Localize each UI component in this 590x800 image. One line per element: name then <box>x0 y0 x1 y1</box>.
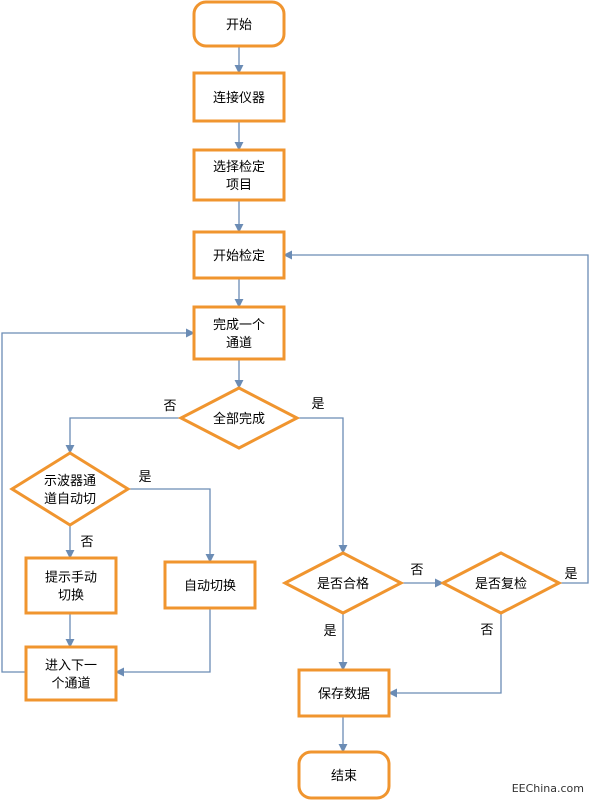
node-all-done-label: 全部完成 <box>213 411 265 427</box>
node-auto-switch-q-label: 道自动切 <box>44 492 96 507</box>
node-auto-switch-label: 自动切换 <box>184 579 236 594</box>
edge-next-channel-to-complete-channel <box>1 328 195 673</box>
edges-layer: 否是是否否是是否 <box>1 46 589 753</box>
nodes-layer: 开始连接仪器选择检定项目开始检定完成一个通道全部完成示波器通道自动切提示手动切换… <box>9 0 563 800</box>
node-qualified-q-label: 是否合格 <box>317 576 369 592</box>
edge-label-qualified-q-to-recheck-q: 否 <box>410 563 423 578</box>
node-end-shape <box>297 750 391 800</box>
node-recheck-q-label: 是否复检 <box>475 577 527 592</box>
node-connect-label: 连接仪器 <box>213 90 265 106</box>
edge-label-all-done-to-qualified-q: 是 <box>311 397 324 412</box>
node-begin-check: 开始检定 <box>192 230 286 280</box>
node-select-label: 选择检定 <box>213 160 265 175</box>
edge-label-qualified-q-to-save: 是 <box>323 624 336 639</box>
node-end: 结束 <box>297 750 391 800</box>
node-save-label: 保存数据 <box>318 687 370 702</box>
node-start-label: 开始 <box>226 18 252 33</box>
edge-label-auto-switch-q-to-auto-switch: 是 <box>138 470 151 485</box>
node-begin-check-label: 开始检定 <box>213 249 265 264</box>
node-qualified-q: 是否合格 <box>281 551 405 615</box>
node-recheck-q-shape <box>439 551 563 615</box>
edge-label-recheck-q-to-save: 否 <box>480 623 493 638</box>
edge-label-recheck-q-to-begin-check: 是 <box>564 567 577 582</box>
node-select-shape <box>192 148 286 202</box>
edge-recheck-q-to-begin-check <box>283 250 589 584</box>
node-end-label: 结束 <box>331 769 357 784</box>
node-prompt-manual-shape <box>24 556 118 615</box>
edge-auto-switch-q-to-auto-switch <box>128 488 215 563</box>
edge-all-done-to-auto-switch-q <box>65 417 181 454</box>
node-auto-switch-q-label: 示波器通 <box>44 474 96 489</box>
node-recheck-q: 是否复检 <box>439 551 563 615</box>
node-auto-switch: 自动切换 <box>163 560 257 610</box>
node-connect-shape <box>192 71 286 123</box>
edge-label-auto-switch-q-to-prompt-manual: 否 <box>80 535 93 550</box>
node-qualified-q-shape <box>281 551 405 615</box>
edge-label-all-done-to-auto-switch-q: 否 <box>163 399 176 414</box>
node-prompt-manual-label: 切换 <box>58 589 84 604</box>
watermark: EEChina.com <box>512 782 584 795</box>
node-start: 开始 <box>192 0 286 48</box>
node-all-done-shape <box>177 386 301 450</box>
node-save: 保存数据 <box>297 668 391 718</box>
node-select-label: 项目 <box>226 178 252 193</box>
node-auto-switch-q-shape <box>9 451 131 527</box>
node-prompt-manual-label: 提示手动 <box>45 570 97 586</box>
edge-all-done-to-qualified-q <box>297 417 348 554</box>
node-save-shape <box>297 668 391 718</box>
node-next-channel-label: 个通道 <box>51 677 90 692</box>
edge-auto-switch-to-next-channel <box>115 608 211 677</box>
node-complete-channel-shape <box>192 305 286 361</box>
edge-recheck-q-to-save <box>388 613 502 698</box>
node-next-channel-shape <box>24 645 118 702</box>
node-complete-channel-label: 完成一个 <box>213 318 265 333</box>
node-all-done: 全部完成 <box>177 386 301 450</box>
node-complete-channel-label: 通道 <box>226 336 252 351</box>
node-next-channel-label: 进入下一 <box>45 659 97 674</box>
node-auto-switch-shape <box>163 560 257 610</box>
node-start-shape <box>192 0 286 48</box>
node-connect: 连接仪器 <box>192 71 286 123</box>
node-begin-check-shape <box>192 230 286 280</box>
